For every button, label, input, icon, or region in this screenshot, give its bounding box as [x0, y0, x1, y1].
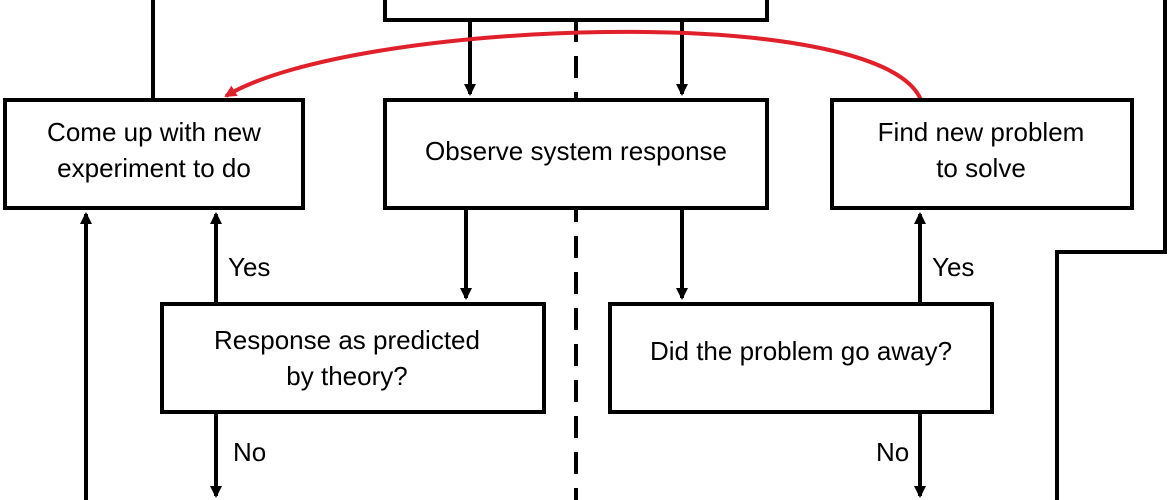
box-predicted-line1: Response as predicted [214, 325, 480, 355]
box-observe-label: Observe system response [425, 136, 727, 166]
box-problem-away-label: Did the problem go away? [650, 336, 952, 366]
box-predicted-line2: by theory? [286, 361, 407, 391]
box-problem-away [608, 302, 994, 414]
label-no-right: No [876, 437, 909, 467]
box-observe [383, 98, 769, 210]
box-new-problem-line1: Find new problem [878, 117, 1085, 147]
feedback-arrow [224, 29, 923, 101]
label-no-left: No [233, 437, 266, 467]
box-new-experiment-line1: Come up with new [47, 117, 261, 147]
box-new-experiment-line2: experiment to do [57, 153, 251, 183]
label-yes-right: Yes [932, 252, 974, 282]
box-new-experiment [3, 98, 305, 210]
box-new-problem [830, 98, 1134, 210]
box-predicted [160, 302, 546, 414]
label-yes-left: Yes [228, 252, 270, 282]
top-box [383, 0, 769, 22]
box-new-problem-line2: to solve [936, 153, 1026, 183]
right-outer-connector [1055, 0, 1167, 500]
